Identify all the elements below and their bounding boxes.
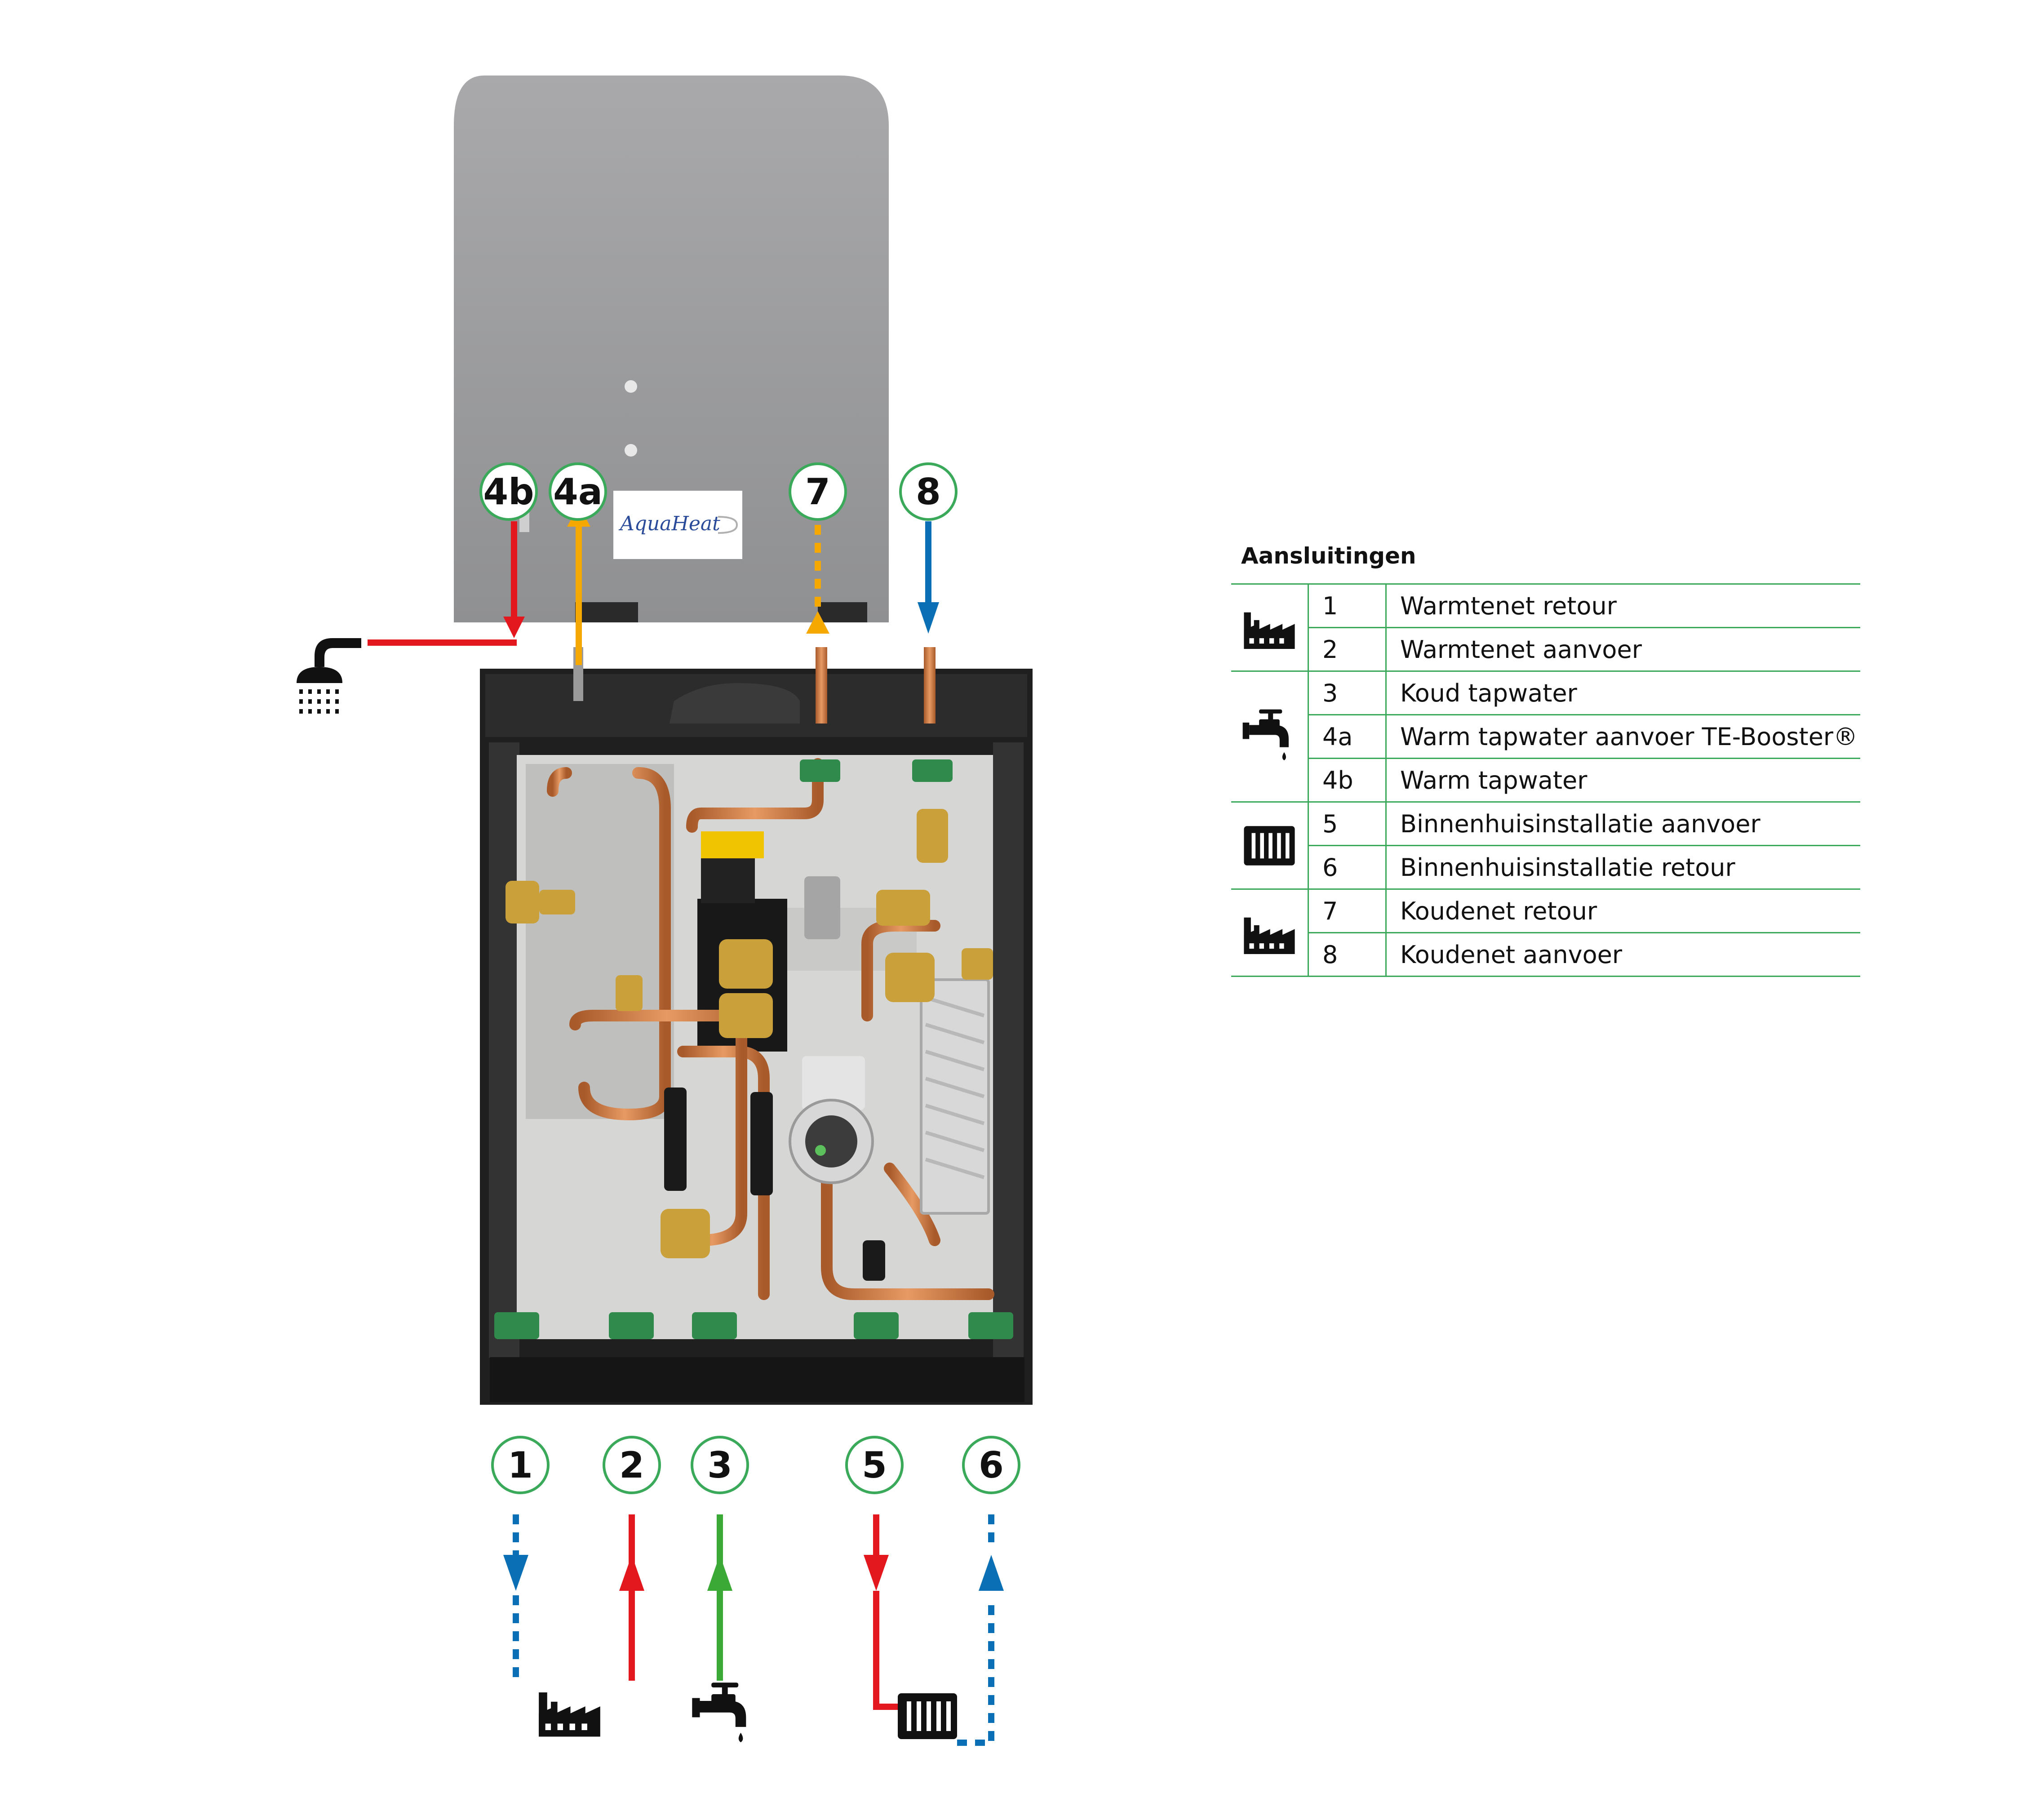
legend-row: 4a Warm tapwater aanvoer TE-Booster® xyxy=(1231,714,1860,759)
legend-number: 4a xyxy=(1308,714,1387,759)
logo-text: AquaHeat xyxy=(618,512,720,535)
legend-label: Warmtenet aanvoer xyxy=(1386,627,1860,672)
legend-number: 8 xyxy=(1308,932,1387,977)
legend-label: Binnenhuisinstallatie aanvoer xyxy=(1386,801,1860,846)
legend-icon-cell xyxy=(1231,801,1309,890)
connections-legend: Aansluitingen 1 Warmtenet retour 2 Warmt… xyxy=(1231,543,1860,977)
legend-label: Warmtenet retour xyxy=(1386,583,1860,628)
legend-number: 7 xyxy=(1308,888,1387,933)
legend-label: Warm tapwater xyxy=(1386,758,1860,803)
legend-number: 3 xyxy=(1308,670,1387,715)
badge-label: 1 xyxy=(508,1444,533,1486)
badge-label: 3 xyxy=(707,1444,732,1486)
connection-badge-2: 2 xyxy=(603,1436,661,1494)
connection-badge-1: 1 xyxy=(491,1436,550,1494)
connection-badge-4b: 4b xyxy=(479,462,538,521)
legend-row: 4b Warm tapwater xyxy=(1231,758,1860,803)
legend-number: 1 xyxy=(1308,583,1387,628)
legend-row: 1 Warmtenet retour xyxy=(1231,583,1860,672)
badge-label: 8 xyxy=(916,471,941,513)
legend-row: 2 Warmtenet aanvoer xyxy=(1231,627,1860,672)
legend-icon-cell xyxy=(1231,583,1309,672)
legend-row: 7 Koudenet retour xyxy=(1231,888,1860,977)
bottom-connection-2 xyxy=(619,1514,644,1681)
badge-label: 6 xyxy=(979,1444,1004,1486)
connection-badge-7: 7 xyxy=(789,462,847,521)
factory-icon xyxy=(1242,606,1296,649)
badge-label: 7 xyxy=(805,471,830,513)
connection-badge-5: 5 xyxy=(845,1436,904,1494)
legend-row: 6 Binnenhuisinstallatie retour xyxy=(1231,845,1860,890)
delivery-set-cabinet xyxy=(480,647,1033,1405)
bottom-connection-5 xyxy=(864,1514,903,1710)
top-connection-8 xyxy=(918,521,939,634)
indicator-light-icon xyxy=(625,444,637,457)
bottom-connection-6 xyxy=(957,1514,1004,1746)
connection-badge-3: 3 xyxy=(691,1436,749,1494)
top-connection-4b xyxy=(368,521,525,646)
top-connection-7 xyxy=(806,525,829,634)
radiator-icon xyxy=(898,1693,957,1739)
legend-label: Warm tapwater aanvoer TE-Booster® xyxy=(1386,714,1860,759)
factory-icon xyxy=(1242,911,1296,954)
legend-title: Aansluitingen xyxy=(1241,543,1416,569)
legend-icon-cell xyxy=(1231,888,1309,977)
bottom-connection-1 xyxy=(503,1514,528,1681)
badge-label: 2 xyxy=(619,1444,644,1486)
tap-icon xyxy=(1242,708,1296,765)
legend-icon-cell xyxy=(1231,670,1309,803)
factory-icon xyxy=(539,1692,600,1737)
connection-badge-6: 6 xyxy=(962,1436,1020,1494)
legend-label: Koudenet aanvoer xyxy=(1386,932,1860,977)
shower-icon xyxy=(297,638,361,714)
badge-label: 4b xyxy=(483,471,534,513)
badge-label: 4a xyxy=(553,471,603,513)
legend-row: 3 Koud tapwater xyxy=(1231,670,1860,803)
legend-table: 1 Warmtenet retour 2 Warmtenet aanvoer 3… xyxy=(1231,583,1860,977)
legend-label: Koudenet retour xyxy=(1386,888,1860,933)
legend-number: 2 xyxy=(1308,627,1387,672)
legend-number: 6 xyxy=(1308,845,1387,890)
legend-row: 5 Binnenhuisinstallatie aanvoer xyxy=(1231,801,1860,890)
legend-row: 8 Koudenet aanvoer xyxy=(1231,932,1860,977)
te-booster-unit: AquaHeat xyxy=(454,75,889,622)
legend-label: Binnenhuisinstallatie retour xyxy=(1386,845,1860,890)
indicator-light-icon xyxy=(625,380,637,393)
tap-icon xyxy=(692,1682,746,1743)
legend-number: 5 xyxy=(1308,801,1387,846)
circulation-pump xyxy=(789,1056,874,1184)
connection-badge-8: 8 xyxy=(899,462,958,521)
connection-badge-4a: 4a xyxy=(549,462,607,521)
legend-label: Koud tapwater xyxy=(1386,670,1860,715)
radiator-icon xyxy=(1242,824,1296,867)
legend-number: 4b xyxy=(1308,758,1387,803)
badge-label: 5 xyxy=(862,1444,887,1486)
bottom-connection-3 xyxy=(707,1514,732,1681)
aquaheat-logo: AquaHeat xyxy=(613,491,742,559)
